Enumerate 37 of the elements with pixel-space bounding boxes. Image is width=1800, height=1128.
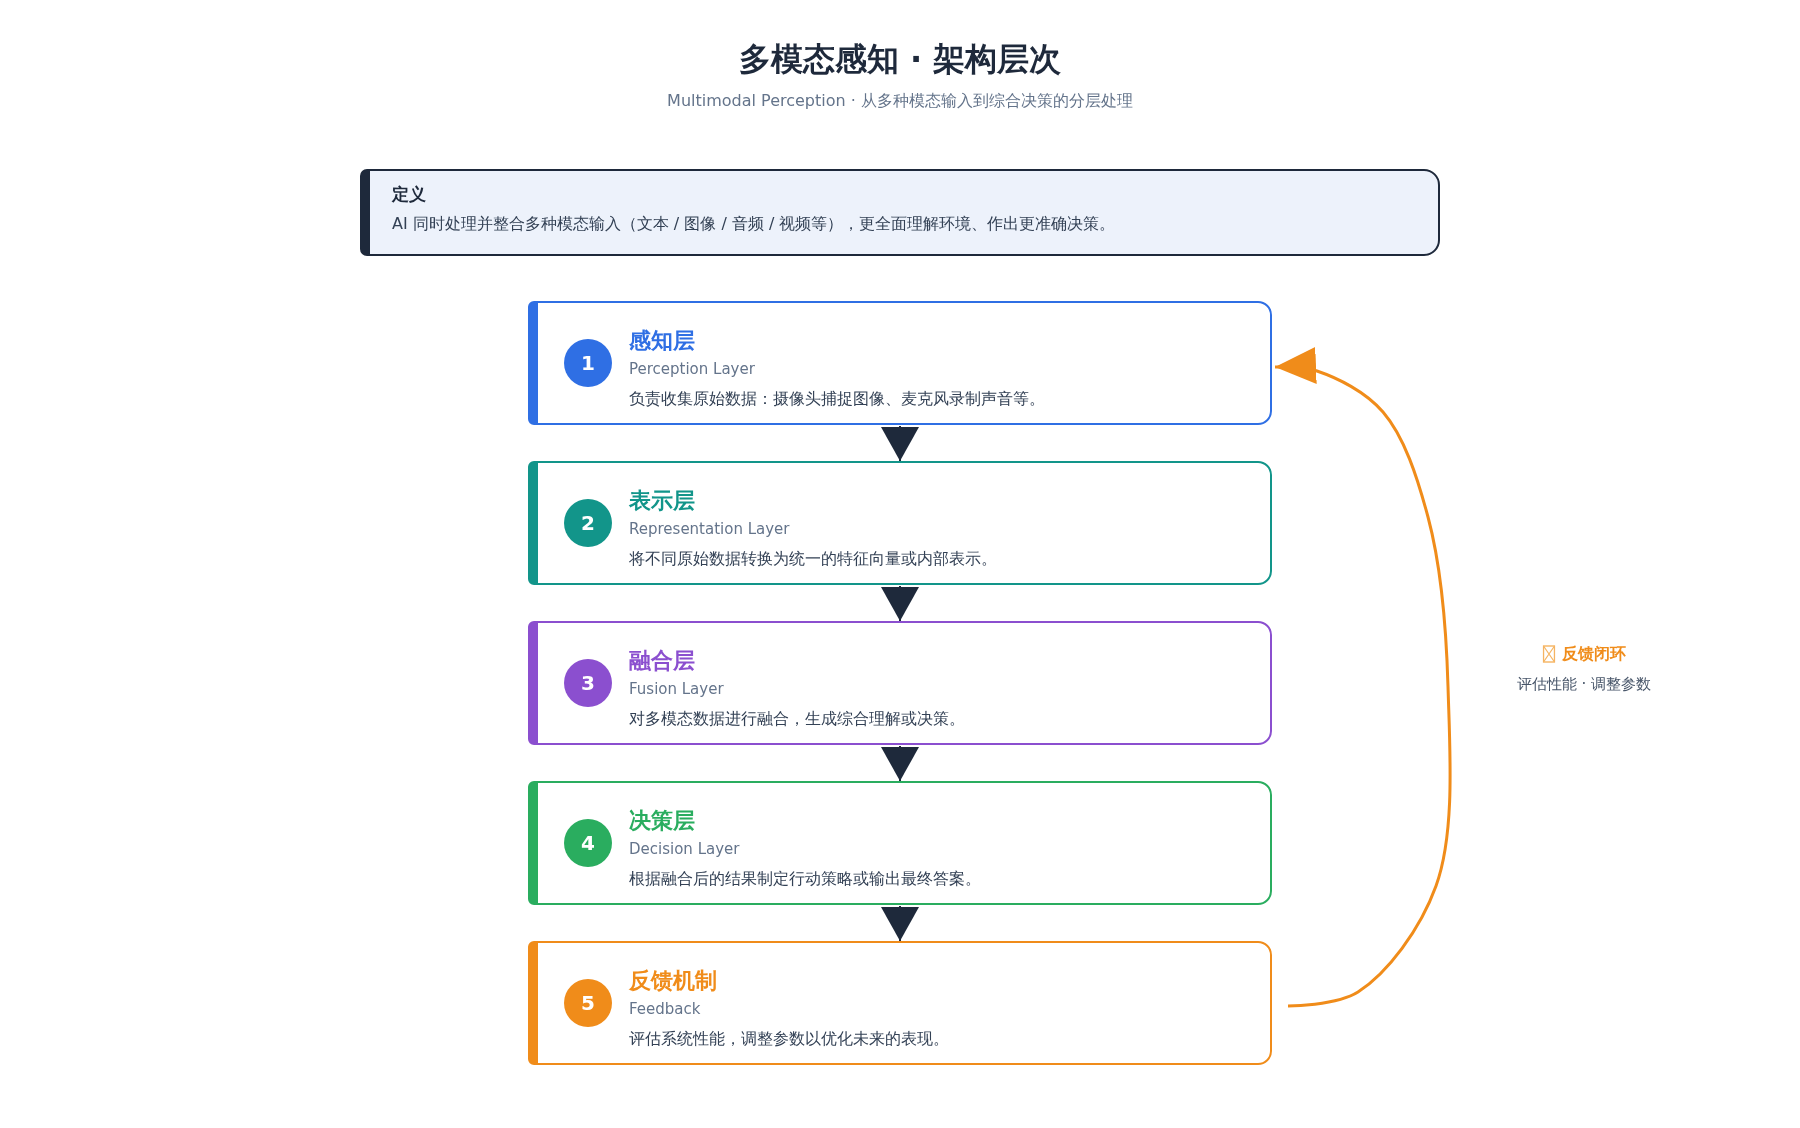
layer-subtitle: Fusion Layer — [629, 680, 724, 699]
flow-arrow — [881, 905, 919, 942]
flow-arrow — [881, 425, 919, 462]
layer-card — [528, 781, 1272, 905]
layer-description: 评估系统性能，调整参数以优化未来的表现。 — [629, 1029, 949, 1049]
layer-subtitle: Perception Layer — [629, 360, 755, 379]
flow-arrow — [881, 745, 919, 782]
flow-arrow — [881, 585, 919, 622]
layer-card — [528, 301, 1272, 425]
layer-card — [528, 461, 1272, 585]
definition-text: AI 同时处理并整合多种模态输入（文本 / 图像 / 音频 / 视频等），更全面理解环境、作出更准确决策。 — [392, 214, 1116, 234]
layer-description: 将不同原始数据转换为统一的特征向量或内部表示。 — [629, 549, 997, 569]
layer-description: 对多模态数据进行融合，生成综合理解或决策。 — [629, 709, 965, 729]
layer-card — [528, 941, 1272, 1065]
definition-heading: 定义 — [392, 184, 426, 206]
layer-title: 融合层 — [629, 647, 695, 675]
diagram-title: 多模态感知 · 架构层次 — [738, 40, 1062, 79]
layer-description: 负责收集原始数据：摄像头捕捉图像、麦克风录制声音等。 — [629, 389, 1045, 409]
step-number-badge: 3 — [564, 659, 612, 707]
step-number-badge: 4 — [564, 819, 612, 867]
feedback-loop-arrow — [1275, 347, 1452, 1008]
layer-subtitle: Representation Layer — [629, 520, 790, 539]
step-number-badge: 5 — [564, 979, 612, 1027]
layer-title: 感知层 — [629, 327, 695, 355]
loop-note: 评估性能 · 调整参数 — [1516, 675, 1652, 694]
layer-title: 决策层 — [629, 807, 695, 835]
layer-card — [528, 621, 1272, 745]
loop-title: 反馈闭环 — [1561, 644, 1626, 664]
layer-subtitle: Feedback — [629, 1000, 701, 1019]
layer-title: 表示层 — [629, 487, 695, 515]
definition-card — [360, 169, 1440, 256]
layer-description: 根据融合后的结果制定行动策略或输出最终答案。 — [629, 869, 981, 889]
step-number-badge: 2 — [564, 499, 612, 547]
layer-subtitle: Decision Layer — [629, 840, 740, 859]
step-number-badge: 1 — [564, 339, 612, 387]
layer-title: 反馈机制 — [629, 967, 717, 995]
diagram-subtitle: Multimodal Perception · 从多种模态输入到综合决策的分层处理 — [667, 91, 1133, 111]
